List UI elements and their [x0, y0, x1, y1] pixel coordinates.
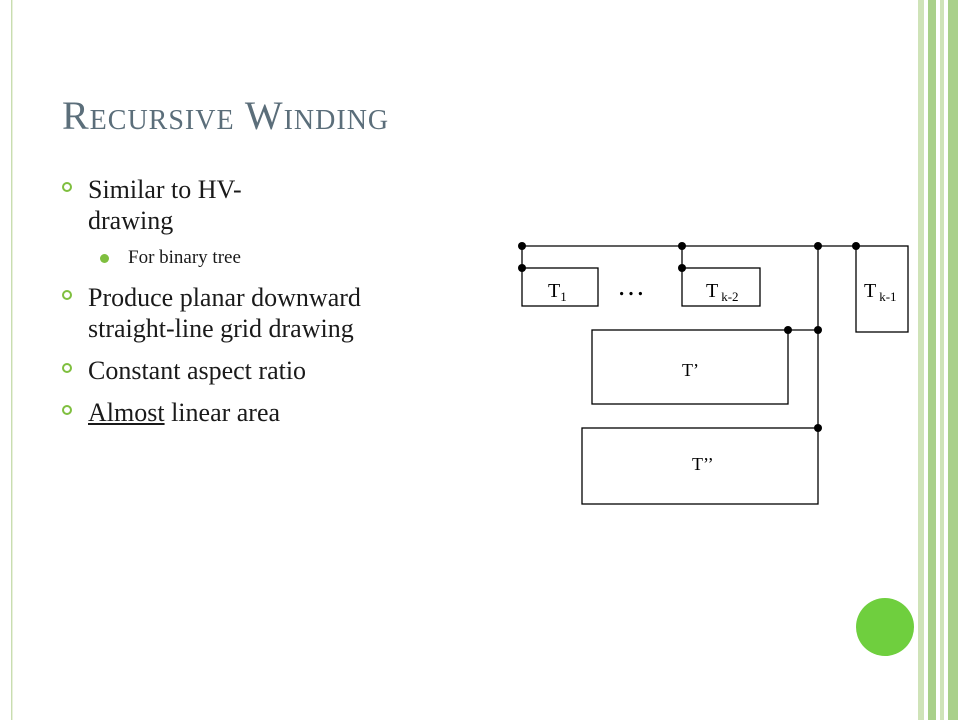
- sub-bullet-binary-tree: For binary tree: [88, 246, 422, 270]
- label-tprime: T’: [682, 360, 699, 380]
- label-t1: T1: [548, 280, 567, 304]
- bullet-ring-icon: [62, 290, 72, 300]
- subtree-boxes: [521, 245, 909, 505]
- node-dot: [784, 326, 792, 334]
- box-tk1: [855, 245, 909, 333]
- sub-bullet-list: For binary tree: [88, 246, 422, 270]
- node-dots: [518, 242, 860, 432]
- bullet-aspect-ratio: Constant aspect ratio: [62, 355, 422, 386]
- slide-title: Recursive Winding: [62, 93, 390, 138]
- green-circle-decoration: [856, 598, 914, 656]
- box-tk2: [681, 267, 761, 307]
- stripe-4: [948, 0, 958, 720]
- bullet-similar-hv: Similar to HV- drawing For binary tree: [62, 174, 422, 270]
- node-dot: [518, 264, 526, 272]
- bullet-text-cont: drawing: [88, 206, 174, 235]
- right-decorative-stripes: [916, 0, 960, 720]
- node-dot: [852, 242, 860, 250]
- node-dot: [814, 424, 822, 432]
- node-dot: [678, 264, 686, 272]
- bullet-text: Similar to HV-: [88, 175, 242, 204]
- bullet-text-underlined: Almost: [88, 398, 165, 427]
- bullet-text: Produce planar downward straight-line gr…: [88, 283, 361, 343]
- node-dot: [814, 326, 822, 334]
- node-dot: [814, 242, 822, 250]
- bullet-ring-icon: [62, 363, 72, 373]
- box-tdouble: [581, 427, 819, 505]
- sub-bullet-text: For binary tree: [128, 247, 241, 268]
- node-dot: [518, 242, 526, 250]
- left-frame-border: [0, 0, 12, 720]
- stripe-1: [918, 0, 924, 720]
- stripe-3: [940, 0, 944, 720]
- box-t1: [521, 267, 599, 307]
- bullet-planar-downward: Produce planar downward straight-line gr…: [62, 282, 422, 344]
- bullet-ring-icon: [62, 182, 72, 192]
- ellipsis-dots: …: [617, 271, 647, 302]
- bullet-text: Constant aspect ratio: [88, 356, 307, 385]
- bullet-linear-area: Almost linear area: [62, 397, 422, 428]
- label-tdouble: T’’: [692, 454, 714, 474]
- bullet-dot-icon: [100, 254, 109, 263]
- stripe-2: [928, 0, 936, 720]
- bullet-text-rest: linear area: [164, 398, 281, 427]
- node-dot: [678, 242, 686, 250]
- bullet-list: Similar to HV- drawing For binary tree P…: [62, 174, 422, 428]
- bullet-ring-icon: [62, 405, 72, 415]
- box-tprime: [591, 329, 789, 405]
